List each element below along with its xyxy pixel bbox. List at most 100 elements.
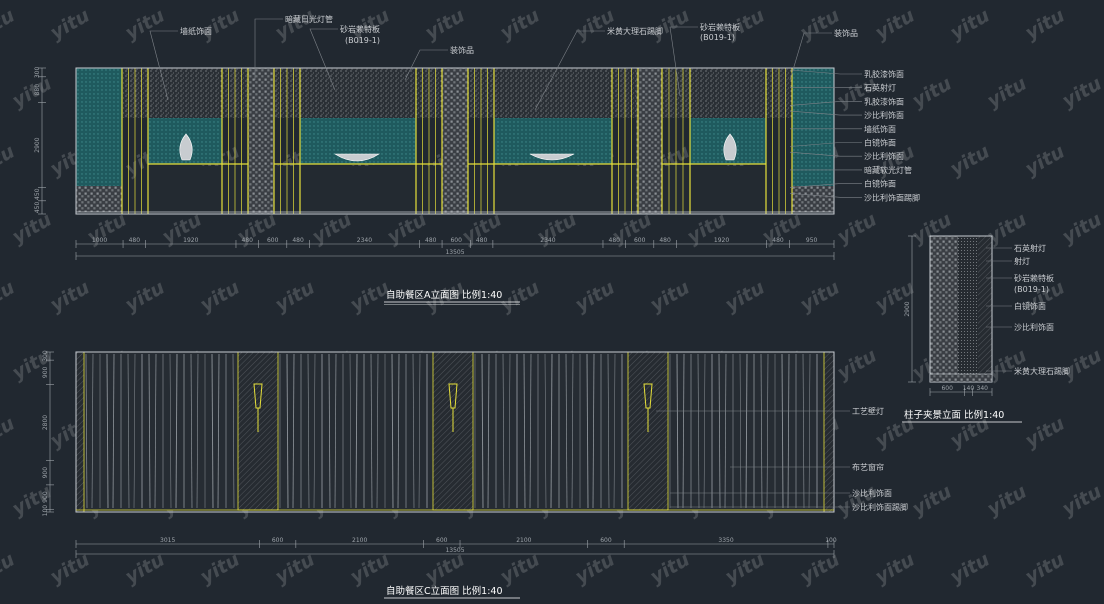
watermark-text: yitu (797, 5, 844, 45)
dimension-value: 900 (42, 467, 49, 479)
watermark-text: yitu (0, 413, 18, 453)
dimension-lines-pillar-left: 2900 (904, 236, 916, 382)
right-callout-label: 墙纸饰面 (864, 124, 896, 134)
watermark-text: yitu (872, 5, 919, 45)
watermark-text: yitu (122, 5, 169, 45)
watermark-text: yitu (497, 277, 544, 317)
right-callout-label: 沙比利饰面踢脚 (864, 192, 920, 202)
dimension-value: 1920 (183, 237, 198, 244)
watermark-text: yitu (1022, 5, 1069, 45)
dimension-value: 600 (450, 237, 462, 244)
watermark-text: yitu (1059, 73, 1104, 113)
watermark-text: yitu (647, 5, 694, 45)
dimension-value: 3015 (160, 537, 175, 544)
right-callout-label: 沙比利饰面 (864, 151, 904, 161)
dimension-value: 2100 (516, 537, 531, 544)
skirting-right (792, 186, 834, 212)
dimension-value: 900 (42, 491, 49, 503)
right-callout-label: 沙比利饰面 (864, 110, 904, 120)
top-callout-label: (B019-1) (700, 33, 735, 42)
right-callout-label: 乳胶漆饰面 (864, 69, 904, 79)
dimension-value: 600 (941, 385, 953, 392)
watermark-text: yitu (947, 549, 994, 589)
pillar-elevation-title: 柱子夹景立面 比例1:40 (904, 409, 1004, 421)
dimension-value: 1920 (714, 237, 729, 244)
watermark-text: yitu (497, 549, 544, 589)
dimension-value: 2900 (904, 301, 911, 316)
watermark-text: yitu (1022, 141, 1069, 181)
right-callout-label: 白镜饰面 (864, 179, 896, 189)
watermark-text: yitu (197, 5, 244, 45)
top-callout-label: 暗藏日光灯管 (285, 14, 333, 24)
watermark-text: yitu (572, 549, 619, 589)
pillar-wood-face (978, 236, 992, 382)
dimension-value: 450 (34, 201, 41, 213)
right-callout-label: 暗藏软光灯管 (864, 165, 912, 175)
dimension-value: 950 (806, 237, 818, 244)
dimension-value: 600 (436, 537, 448, 544)
watermark-text: yitu (197, 277, 244, 317)
watermark-text: yitu (497, 5, 544, 45)
watermark-text: yitu (722, 549, 769, 589)
dimension-value: 480 (242, 237, 254, 244)
right-callout-label: 射灯 (1014, 256, 1030, 266)
dimension-total: 13505 (445, 547, 464, 554)
stone-column-2 (442, 68, 468, 214)
watermark-text: yitu (909, 481, 956, 521)
right-callout-label: 沙比利饰面 (1014, 322, 1054, 332)
watermark-text: yitu (872, 277, 919, 317)
dimension-value: 480 (476, 237, 488, 244)
end-post-right (824, 352, 834, 512)
right-callout-label: 石英射灯 (1014, 243, 1046, 253)
dimension-value: 900 (42, 366, 49, 378)
dimension-value: 880 (34, 84, 41, 96)
watermark-text: yitu (834, 345, 881, 385)
watermark-text: yitu (572, 5, 619, 45)
right-callout-label: 乳胶漆饰面 (864, 96, 904, 106)
watermark-text: yitu (572, 277, 619, 317)
dimension-value: 3350 (718, 537, 733, 544)
watermark-text: yitu (1059, 481, 1104, 521)
watermark-text: yitu (122, 549, 169, 589)
dimension-value: 450 (34, 188, 41, 200)
elevation-c-title: 自助餐区C立面图 比例1:40 (386, 585, 503, 597)
watermark-text: yitu (947, 141, 994, 181)
right-callout-label: 沙比利饰面 (852, 488, 892, 498)
watermark-text: yitu (1022, 413, 1069, 453)
stone-column-1 (248, 68, 274, 214)
watermark-text: yitu (122, 277, 169, 317)
watermark-text: yitu (9, 73, 56, 113)
watermark-text: yitu (872, 549, 919, 589)
top-callout-label: 装饰品 (834, 28, 858, 38)
dimension-value: 600 (600, 537, 612, 544)
elevation-a-title: 自助餐区A立面图 比例1:40 (386, 289, 502, 301)
dimension-value: 480 (659, 237, 671, 244)
watermark-text: yitu (1059, 209, 1104, 249)
dimension-value: 2340 (357, 237, 372, 244)
wallpaper-panel-left (76, 68, 122, 186)
watermark-text: yitu (984, 73, 1031, 113)
watermark-text: yitu (197, 549, 244, 589)
watermark-text: yitu (722, 277, 769, 317)
dimension-value: 600 (634, 237, 646, 244)
right-callout-label: 沙比利饰面踢脚 (852, 502, 908, 512)
labels-a-right: 乳胶漆饰面石英射灯乳胶漆饰面沙比利饰面墙纸饰面白镜饰面沙比利饰面暗藏软光灯管白镜… (864, 69, 920, 202)
watermark-text: yitu (0, 277, 18, 317)
watermark-text: yitu (272, 277, 319, 317)
dimension-value: 600 (267, 237, 279, 244)
pillar-skirting (930, 374, 992, 382)
top-callout-label: 米黄大理石踢脚 (607, 26, 663, 36)
right-callout-label: (B019-1) (1014, 285, 1049, 294)
skirting-left (76, 186, 122, 212)
dimension-value: 340 (977, 385, 989, 392)
watermark-text: yitu (47, 5, 94, 45)
watermark-text: yitu (834, 209, 881, 249)
right-callout-label: 米黄大理石踢脚 (1014, 366, 1070, 376)
dimension-value: 100 (42, 505, 49, 517)
watermark-text: yitu (47, 549, 94, 589)
